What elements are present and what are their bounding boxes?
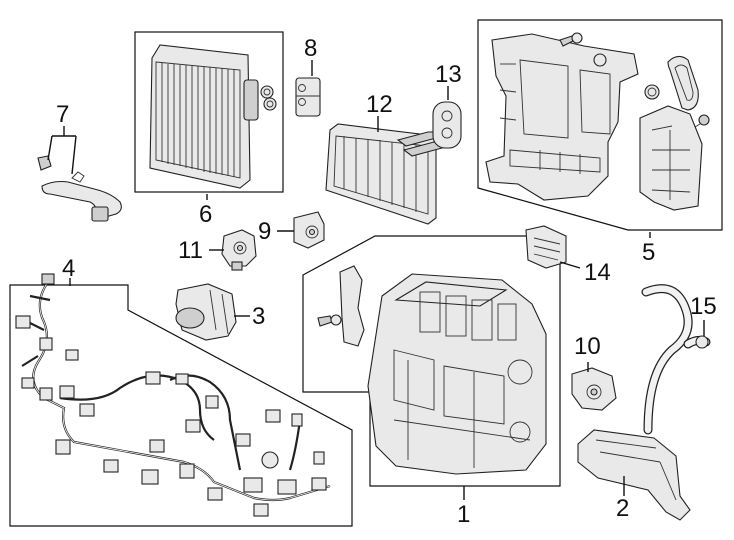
blower-resistor [525, 225, 567, 269]
actuator-10 [571, 367, 617, 411]
expansion-valve [295, 77, 321, 117]
heater-core [325, 123, 443, 225]
callout-14: 14 [584, 259, 611, 286]
callout-1: 1 [457, 501, 470, 528]
callout-7: 7 [56, 101, 69, 128]
wire-harness [15, 273, 331, 517]
callout-5: 5 [642, 239, 655, 266]
leader-lines [47, 60, 705, 500]
duct [577, 429, 691, 521]
actuator-9 [293, 211, 325, 249]
actuator-11 [221, 229, 257, 271]
grommet [432, 101, 462, 149]
callout-11: 11 [178, 237, 203, 264]
drain-hose [641, 284, 711, 435]
group-box-wire-harness [9, 284, 353, 527]
group-box-heater-unit [302, 235, 561, 487]
callout-12: 12 [366, 91, 393, 118]
temperature-sensor [37, 155, 122, 222]
callout-15: 15 [690, 293, 717, 320]
callout-8: 8 [304, 35, 317, 62]
heater-unit [317, 265, 547, 475]
callout-3: 3 [252, 303, 265, 330]
callout-2: 2 [616, 495, 629, 522]
callout-10: 10 [574, 333, 601, 360]
motor-3 [175, 283, 237, 341]
upper-housing [485, 32, 710, 211]
callout-9: 9 [258, 218, 271, 245]
group-box-evaporator [134, 31, 284, 193]
evaporator-core [149, 44, 277, 189]
callout-13: 13 [435, 61, 462, 88]
callout-4: 4 [62, 255, 75, 282]
callout-6: 6 [199, 201, 212, 228]
group-box-housing-upper [477, 19, 723, 231]
